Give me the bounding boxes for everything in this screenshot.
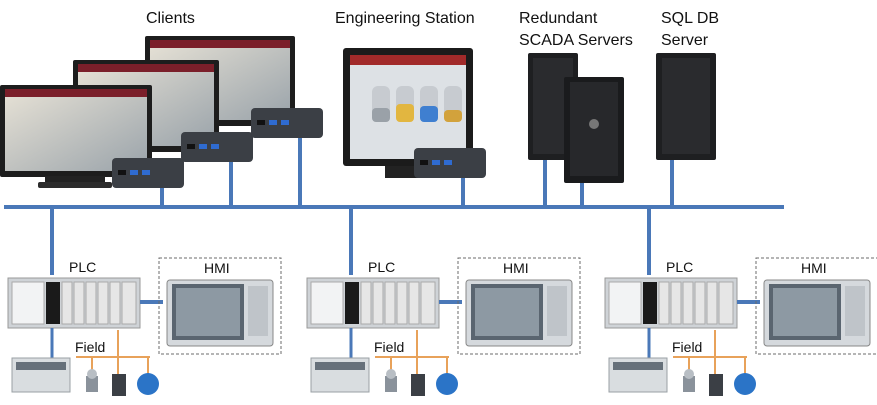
field-bus (76, 330, 150, 376)
plc-rack (7, 277, 141, 329)
scada-server-2 (564, 77, 624, 183)
plc-cell-3: PLC HMI Field (604, 257, 877, 396)
plc-rack (604, 277, 738, 329)
sqldb-label: SQL DB (661, 10, 719, 27)
engineering-pc (414, 148, 486, 178)
field-label: Field (672, 339, 702, 355)
field-label: Field (75, 339, 105, 355)
field-label: Field (374, 339, 404, 355)
client-pc-1 (112, 158, 184, 188)
hmi-label: HMI (503, 260, 529, 276)
remote-io-module (310, 357, 370, 393)
server-label: Server (661, 32, 709, 49)
hmi-box: HMI (457, 257, 581, 355)
remote-io-module (11, 357, 71, 393)
sql-db-server (656, 53, 716, 160)
client-monitor-front (0, 85, 152, 188)
hmi-box: HMI (158, 257, 282, 355)
valve-icon (86, 369, 98, 392)
plc-cell-1: PLC HMI Field (7, 257, 282, 396)
hmi-box: HMI (755, 257, 877, 355)
sensor-icon (112, 374, 126, 396)
hmi-label: HMI (801, 260, 827, 276)
engineering-monitor (343, 48, 473, 178)
client-pc-3 (251, 108, 323, 138)
sensor-icon (411, 374, 425, 396)
scada-servers-label: SCADA Servers (519, 32, 633, 49)
field-bus (375, 330, 449, 376)
plc-label: PLC (368, 259, 395, 275)
motor-icon (436, 373, 458, 395)
plc-label: PLC (69, 259, 96, 275)
plc-cells: PLC HMI Field (7, 257, 877, 396)
plc-cell-2: PLC HMI Field (306, 257, 581, 396)
motor-icon (137, 373, 159, 395)
client-pc-2 (181, 132, 253, 162)
valve-icon (385, 369, 397, 392)
engineering-station-label: Engineering Station (335, 10, 475, 27)
hmi-label: HMI (204, 260, 230, 276)
plc-label: PLC (666, 259, 693, 275)
remote-io-module (608, 357, 668, 393)
network-bus (4, 138, 784, 275)
redundant-label: Redundant (519, 10, 598, 27)
sensor-icon (709, 374, 723, 396)
valve-icon (683, 369, 695, 392)
plc-rack (306, 277, 440, 329)
clients-label: Clients (146, 10, 195, 27)
motor-icon (734, 373, 756, 395)
